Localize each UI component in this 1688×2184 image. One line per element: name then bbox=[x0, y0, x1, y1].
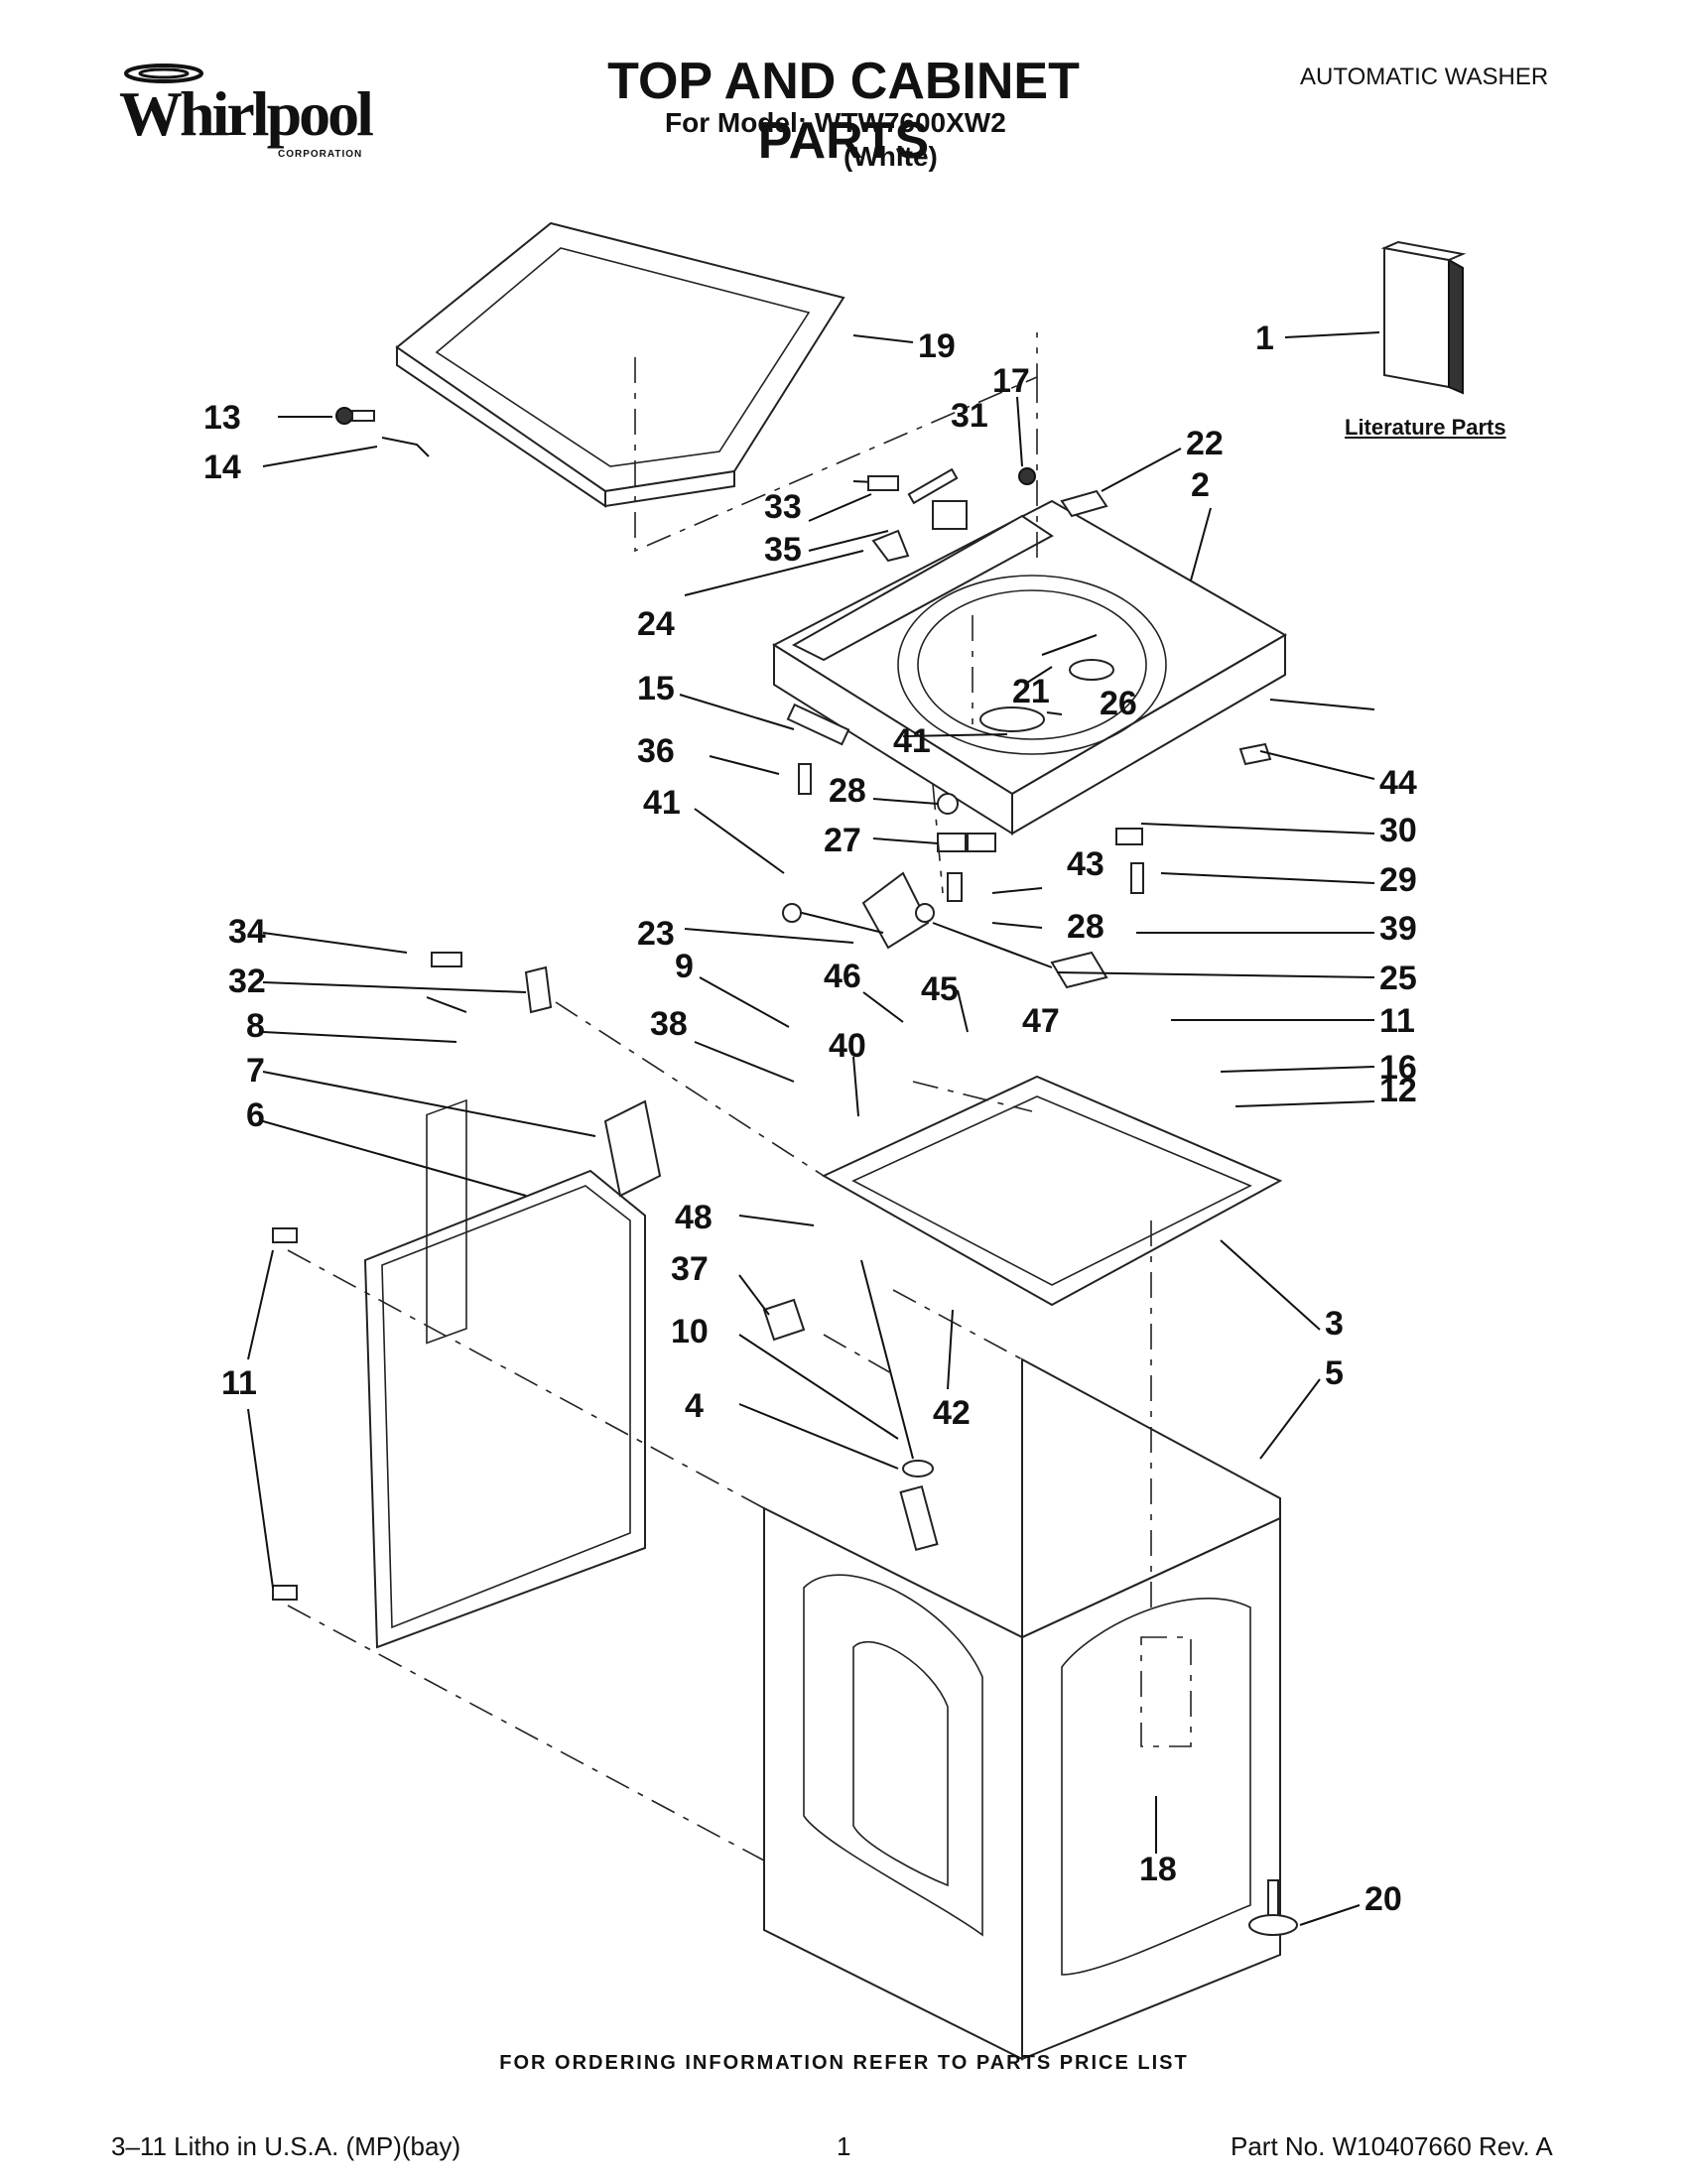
literature-book bbox=[1380, 240, 1467, 395]
callout-28b: 28 bbox=[1067, 908, 1104, 946]
callout-6: 6 bbox=[246, 1096, 265, 1134]
callout-19: 19 bbox=[918, 327, 956, 365]
callout-39: 39 bbox=[1379, 910, 1417, 948]
callout-35: 35 bbox=[764, 531, 802, 569]
callout-36: 36 bbox=[637, 732, 675, 770]
top-cabinet bbox=[771, 499, 1287, 835]
model-line: For Model: WTW7600XW2 bbox=[665, 107, 1006, 138]
callout-47: 47 bbox=[1022, 1002, 1060, 1040]
callout-25: 25 bbox=[1379, 960, 1417, 997]
callout-45: 45 bbox=[921, 970, 959, 1008]
callout-46: 46 bbox=[824, 958, 861, 995]
callout-24: 24 bbox=[637, 605, 675, 643]
callout-11a: 11 bbox=[1379, 1002, 1415, 1040]
callout-22: 22 bbox=[1186, 425, 1224, 462]
callout-40: 40 bbox=[829, 1027, 866, 1065]
drain-hose-parts bbox=[762, 1259, 939, 1552]
callout-3: 3 bbox=[1325, 1305, 1344, 1343]
lid-assembly bbox=[395, 221, 845, 508]
callout-1: 1 bbox=[1255, 320, 1274, 357]
logo-corporation: CORPORATION bbox=[278, 149, 363, 160]
logo-wordmark: Whirlpool bbox=[119, 78, 374, 149]
color-line: (White) bbox=[844, 141, 938, 172]
callout-44: 44 bbox=[1379, 764, 1417, 802]
callout-4: 4 bbox=[685, 1387, 704, 1425]
callout-5: 5 bbox=[1325, 1354, 1344, 1392]
callout-34: 34 bbox=[228, 913, 266, 951]
callout-21: 21 bbox=[1012, 673, 1050, 710]
leveling-leg bbox=[1248, 1879, 1298, 1936]
callout-16: 16 bbox=[1379, 1049, 1417, 1087]
callout-31: 31 bbox=[951, 397, 988, 435]
callout-7: 7 bbox=[246, 1052, 265, 1090]
page-title: TOP AND CABINET PARTS bbox=[607, 53, 1080, 170]
rear-panel bbox=[363, 1098, 662, 1649]
callout-14: 14 bbox=[203, 449, 241, 486]
part-number: Part No. W10407660 Rev. A bbox=[1231, 2131, 1553, 2161]
whirlpool-logo: Whirlpool CORPORATION bbox=[109, 60, 387, 164]
callout-10: 10 bbox=[671, 1313, 709, 1350]
lid-hardware bbox=[335, 407, 430, 457]
callout-8: 8 bbox=[246, 1007, 265, 1045]
callout-37: 37 bbox=[671, 1250, 709, 1288]
callout-13: 13 bbox=[203, 399, 241, 437]
callout-18: 18 bbox=[1139, 1851, 1177, 1888]
callout-42: 42 bbox=[933, 1394, 971, 1432]
callout-29: 29 bbox=[1379, 861, 1417, 899]
callout-15: 15 bbox=[637, 670, 675, 707]
reference-lines bbox=[287, 332, 1152, 1862]
page-number: 1 bbox=[837, 2131, 851, 2161]
callout-43: 43 bbox=[1067, 845, 1104, 883]
callout-20: 20 bbox=[1364, 1880, 1402, 1918]
callout-28a: 28 bbox=[829, 772, 866, 810]
cabinet bbox=[763, 1357, 1281, 2061]
callout-labels: 1 2 3 4 5 6 7 8 9 10 11 11 12 13 14 15 1… bbox=[203, 320, 1417, 1918]
document-type: AUTOMATIC WASHER bbox=[1300, 64, 1549, 90]
callout-41a: 41 bbox=[893, 722, 931, 760]
callout-12: 12 bbox=[1379, 1072, 1417, 1109]
callout-30: 30 bbox=[1379, 812, 1417, 849]
callout-32: 32 bbox=[228, 963, 266, 1000]
callout-2: 2 bbox=[1191, 466, 1210, 504]
callout-26: 26 bbox=[1100, 685, 1137, 722]
callout-23: 23 bbox=[637, 915, 675, 953]
logo-swirl-icon bbox=[124, 64, 203, 83]
middle-components bbox=[782, 742, 1272, 989]
top-hardware bbox=[786, 467, 1108, 795]
callout-33: 33 bbox=[764, 488, 802, 526]
callout-48: 48 bbox=[675, 1199, 713, 1236]
callout-9: 9 bbox=[675, 948, 694, 985]
litho-note: 3–11 Litho in U.S.A. (MP)(bay) bbox=[111, 2131, 461, 2161]
callout-17: 17 bbox=[992, 362, 1030, 400]
literature-parts-label: Literature Parts bbox=[1345, 415, 1506, 440]
callout-27: 27 bbox=[824, 822, 861, 859]
leader-lines bbox=[247, 331, 1380, 1926]
ordering-note: FOR ORDERING INFORMATION REFER TO PARTS … bbox=[499, 2052, 1189, 2074]
base-frame bbox=[821, 1075, 1283, 1307]
callout-11b: 11 bbox=[221, 1364, 257, 1402]
callout-41b: 41 bbox=[643, 784, 681, 822]
left-screws bbox=[272, 952, 553, 1601]
callout-38: 38 bbox=[650, 1005, 688, 1043]
